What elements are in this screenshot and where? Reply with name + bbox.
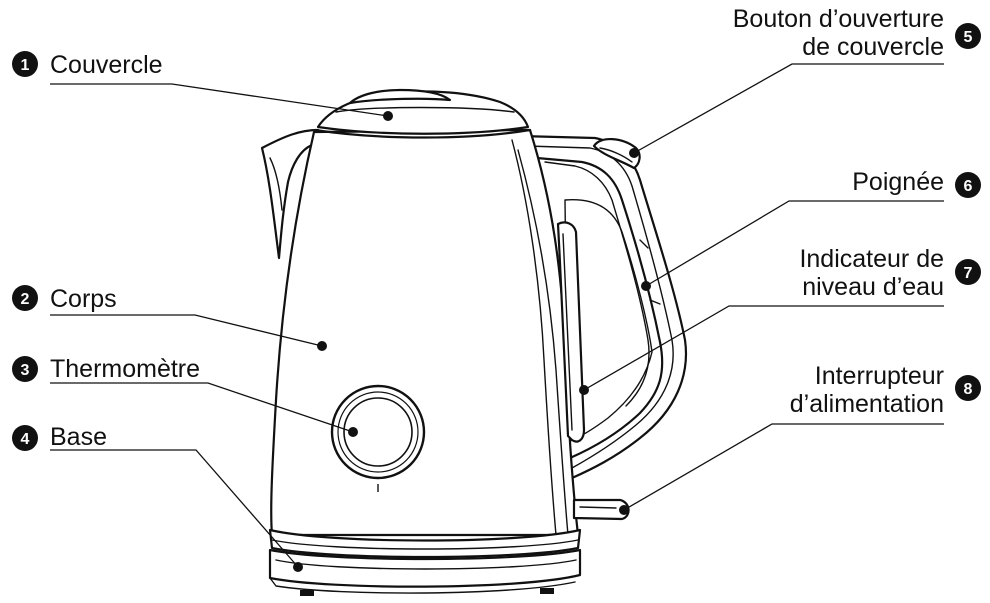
callout-label-6: Poignée [852,168,944,196]
callout-label-8-line-2: d’alimentation [790,390,944,418]
callout-label-8-line-1: Interrupteur [815,362,944,390]
callout-number-4: 4 [21,431,30,448]
callout-number-1: 1 [21,57,30,74]
leader-dot-2 [317,341,327,351]
callout-badge-8 [955,375,981,401]
kettle-spout [260,128,320,260]
callout-label-4: Base [50,423,107,451]
lid-open-button-part [592,138,641,170]
callout-5: Bouton d’ouverture de couvercle 5 [733,5,981,61]
callout-7: Indicateur de niveau d’eau 7 [799,245,981,301]
callout-badge-5 [955,23,981,49]
callout-1: 1 Couvercle [12,51,163,79]
kettle-handle [510,134,687,480]
leader-dot-5 [629,148,639,158]
callout-number-5: 5 [964,29,973,46]
water-level-window [556,221,586,443]
leader-dots [293,111,651,572]
callout-badge-3 [12,356,38,382]
leader-dot-6 [641,281,651,291]
callout-badge-4 [12,425,38,451]
callout-label-7-line-1: Indicateur de [799,245,944,273]
leader-line-1 [50,83,389,117]
callout-2: 2 Corps [12,285,117,313]
callout-label-2: Corps [50,285,117,313]
callout-number-2: 2 [21,291,30,308]
callout-label-5-line-1: Bouton d’ouverture [733,5,944,33]
callout-label-1: Couvercle [50,51,163,79]
callout-number-8: 8 [964,381,973,398]
callout-label-7-line-2: niveau d’eau [802,273,944,301]
leader-lines [50,63,944,568]
callout-label-5-line-2: de couvercle [802,33,944,61]
kettle-base [268,528,582,596]
leader-line-2 [50,314,323,347]
thermometer-part [330,384,426,492]
callout-3: 3 Thermomètre [12,355,200,383]
leader-line-3 [50,382,354,433]
leader-line-8 [623,423,944,511]
leader-line-6 [645,200,944,287]
leader-dot-4 [293,562,303,572]
callout-6: Poignée 6 [852,168,981,198]
kettle-illustration [260,88,687,596]
leader-dot-3 [348,427,358,437]
leader-line-4 [50,449,299,568]
callout-label-3: Thermomètre [50,355,200,383]
kettle-lid [313,88,532,139]
callout-badge-6 [955,172,981,198]
leader-dot-8 [619,505,629,515]
callout-number-3: 3 [21,362,30,379]
leader-dot-7 [579,385,589,395]
callout-4: 4 Base [12,423,107,451]
callout-badge-2 [12,285,38,311]
callout-badge-1 [12,51,38,77]
kettle-body [270,128,580,537]
leader-dot-1 [383,111,393,121]
callout-8: Interrupteur d’alimentation 8 [790,362,981,418]
callout-number-6: 6 [964,178,973,195]
leader-line-5 [633,63,944,154]
callout-badge-7 [955,259,981,285]
leader-line-7 [583,305,944,391]
callout-number-7: 7 [964,265,973,282]
power-switch-part [572,498,630,521]
